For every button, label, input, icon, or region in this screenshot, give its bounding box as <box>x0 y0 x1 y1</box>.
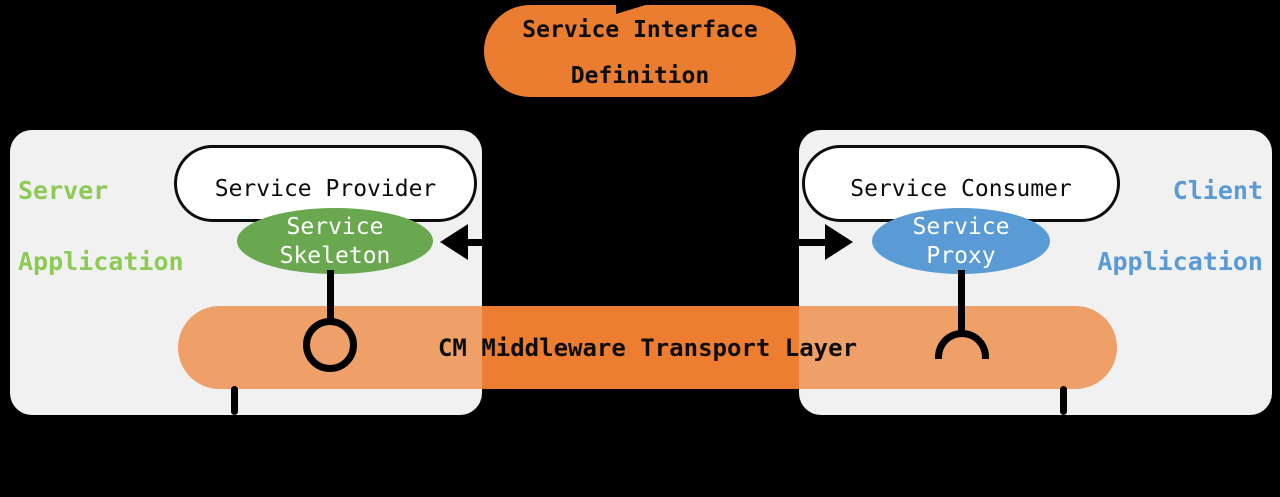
skeleton-connector-line <box>327 270 334 322</box>
client-label-line1: Client <box>1172 176 1263 205</box>
arrow-right-icon <box>825 224 853 260</box>
title-line1: Service Interface <box>522 17 758 43</box>
skeleton-line1: Service <box>286 214 384 240</box>
service-interface-definition-node: Service Interface Definition <box>484 5 796 97</box>
service-consumer-label: Service Consumer <box>850 175 1072 202</box>
service-proxy-label: Service Proxy <box>913 211 1010 271</box>
arrow-to-proxy-shaft <box>780 239 830 246</box>
proxy-line2: Proxy <box>926 243 996 269</box>
title-line2: Definition <box>570 63 710 89</box>
proxy-connector-line <box>958 270 965 332</box>
proxy-line1: Service <box>912 214 1010 240</box>
service-proxy-node: Service Proxy <box>872 208 1050 274</box>
service-interface-definition-label: Service Interface Definition <box>522 3 757 99</box>
arrow-left-icon <box>440 224 468 260</box>
arrow-to-skeleton-shaft <box>462 239 500 246</box>
service-skeleton-label: Service Skeleton <box>280 211 391 271</box>
client-label-line2: Application <box>1097 247 1263 276</box>
transport-layer-label: CM Middleware Transport Layer <box>437 333 858 362</box>
right-bottom-stub-line <box>1060 386 1067 415</box>
clipped-arrowhead-icon <box>616 0 662 14</box>
lollipop-interface-icon <box>303 318 357 372</box>
skeleton-line2: Skeleton <box>279 243 391 269</box>
service-provider-label: Service Provider <box>214 175 437 202</box>
left-bottom-stub-line <box>231 386 238 415</box>
service-skeleton-node: Service Skeleton <box>237 208 433 274</box>
server-label-line1: Server <box>18 176 109 205</box>
socket-interface-icon <box>935 330 989 359</box>
server-label-line2: Application <box>18 247 184 276</box>
